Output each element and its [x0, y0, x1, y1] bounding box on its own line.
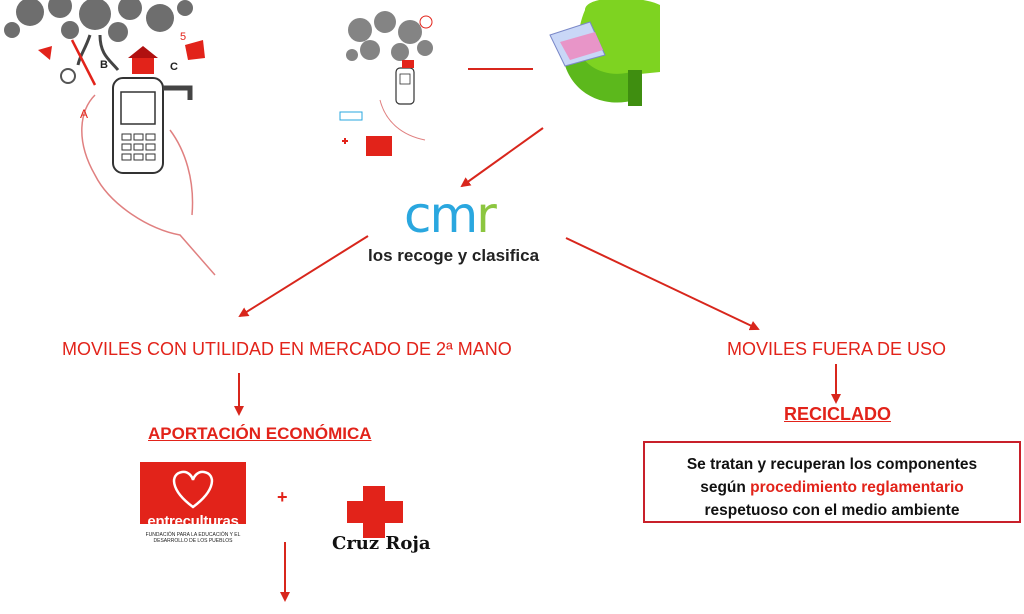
cruz-roja-name: Cruz Roja: [332, 533, 431, 554]
second-hand-title: MOVILES CON UTILIDAD EN MERCADO DE 2ª MA…: [62, 339, 512, 359]
tree-phone-illustration: B C A 5: [4, 0, 216, 276]
recycling-description-box: Se tratan y recuperan los componentes se…: [643, 441, 1021, 523]
aportacion-heading: APORTACIÓN ECONÓMICA: [148, 424, 372, 443]
cruz-roja-logo: [347, 486, 403, 538]
entreculturas-subtitle: FUNDACIÓN PARA LA EDUCACIÓN Y EL DESARRO…: [145, 532, 241, 544]
poster-thumbnail: [339, 11, 433, 156]
svg-text:5: 5: [180, 31, 186, 43]
svg-text:B: B: [100, 59, 108, 71]
reciclado-heading: RECICLADO: [784, 404, 891, 424]
cmr-logo: cmr: [404, 190, 497, 240]
svg-text:C: C: [170, 61, 178, 73]
description-line-1: Se tratan y recuperan los componentes: [686, 456, 978, 473]
description-line-3: respetuoso con el medio ambiente: [704, 502, 960, 519]
entreculturas-logo: [140, 462, 246, 524]
arrow-to-second-hand: [238, 235, 369, 318]
arrow-to-out-of-use: [565, 237, 760, 331]
description-highlight: procedimiento reglamentario: [750, 479, 964, 496]
cmr-logo-part1: cm: [404, 186, 478, 244]
plus-sign: +: [277, 487, 288, 507]
cmr-action-text: los recoge y clasifica: [368, 246, 540, 265]
entreculturas-name: entreculturas: [147, 513, 239, 530]
description-line-2-pre: según: [700, 479, 751, 496]
cmr-logo-part2: r: [476, 186, 497, 244]
out-of-use-title: MOVILES FUERA DE USO: [727, 339, 947, 359]
svg-text:A: A: [80, 107, 88, 121]
mailbox-icon: [549, 0, 660, 106]
description-line-2: según procedimiento reglamentario: [645, 476, 1019, 499]
arrow-to-cmr: [460, 127, 544, 188]
heart-icon: [172, 470, 214, 509]
red-cross-icon: [347, 486, 403, 538]
